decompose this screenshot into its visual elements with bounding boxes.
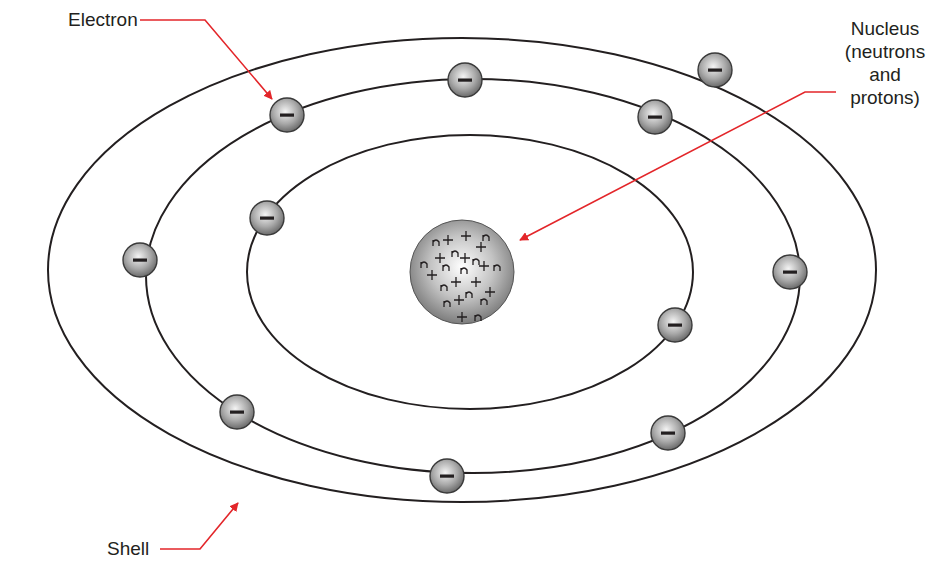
- nucleus-label: Nucleus (neutrons and protons): [838, 17, 932, 109]
- nucleus-symbol: [410, 220, 514, 324]
- electron-symbols: [123, 53, 807, 493]
- leader-lines: [140, 20, 836, 549]
- electron-label: Electron: [68, 8, 138, 31]
- shell-label: Shell: [107, 537, 149, 560]
- shell-ellipses: [48, 38, 876, 502]
